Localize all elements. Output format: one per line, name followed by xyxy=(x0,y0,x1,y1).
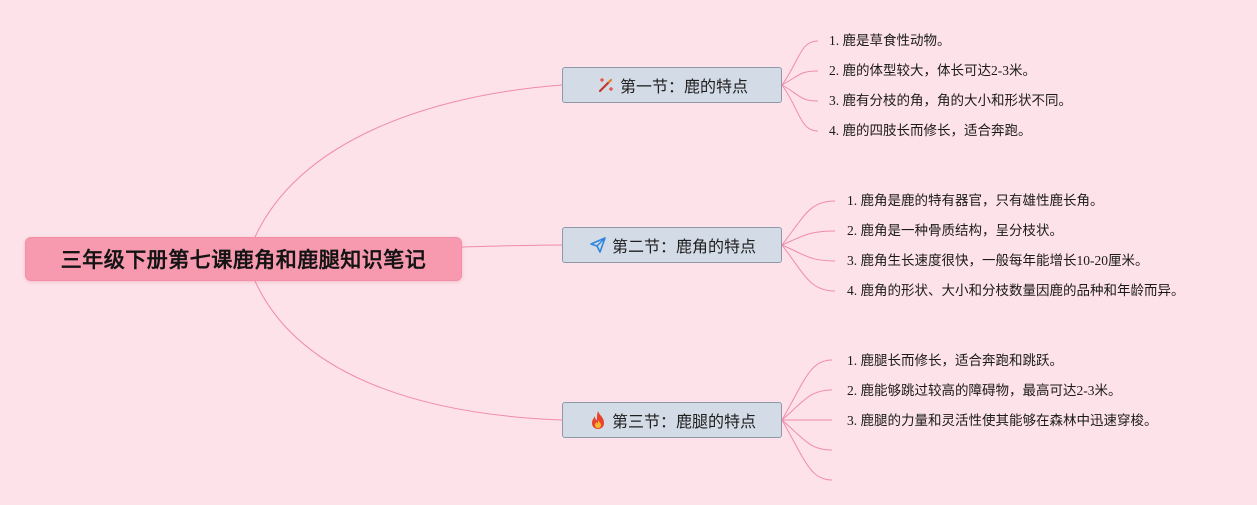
section-1-title: 第一节：鹿的特点 xyxy=(619,77,748,96)
root-title: 三年级下册第七课鹿角和鹿腿知识笔记 xyxy=(60,248,427,272)
connector-s2-1 xyxy=(781,200,836,246)
section-2-topic[interactable]: 第二节：鹿角的特点 xyxy=(562,227,782,263)
section-3-item-2[interactable]: 2. 鹿能够跳过较高的障碍物，最高可达2-3米。 xyxy=(847,383,1122,398)
section-2-item-1[interactable]: 1. 鹿角是鹿的特有器官，只有雄性鹿长角。 xyxy=(847,193,1104,208)
section-3-topic[interactable]: 第三节：鹿腿的特点 xyxy=(562,402,782,438)
connector-s1-3 xyxy=(781,84,819,102)
connector-s2-2 xyxy=(781,230,836,246)
connector-s3-1 xyxy=(781,359,833,421)
section-1-item-3[interactable]: 3. 鹿有分枝的角，角的大小和形状不同。 xyxy=(829,93,1072,108)
section-2-title: 第二节：鹿角的特点 xyxy=(611,237,756,256)
magic-wand-icon xyxy=(596,75,616,95)
connector-s2-3 xyxy=(781,244,836,262)
connector-s1-2 xyxy=(781,70,819,86)
connector-s1-1 xyxy=(781,40,819,86)
connector-root-section-3 xyxy=(254,280,563,421)
connector-s2-4 xyxy=(781,244,836,292)
section-1-item-2[interactable]: 2. 鹿的体型较大，体长可达2-3米。 xyxy=(829,63,1036,78)
root-topic[interactable]: 三年级下册第七课鹿角和鹿腿知识笔记 xyxy=(25,237,462,281)
paper-plane-icon xyxy=(588,235,608,255)
section-1-topic[interactable]: 第一节：鹿的特点 xyxy=(562,67,782,103)
section-3-item-1[interactable]: 1. 鹿腿长而修长，适合奔跑和跳跃。 xyxy=(847,353,1063,368)
connector-root-section-2 xyxy=(461,244,563,248)
section-1-item-1[interactable]: 1. 鹿是草食性动物。 xyxy=(829,33,951,48)
connector-s3-2 xyxy=(781,389,833,421)
connector-s1-4 xyxy=(781,84,819,132)
fire-icon xyxy=(588,410,608,430)
section-3-item-3[interactable]: 3. 鹿腿的力量和灵活性使其能够在森林中迅速穿梭。 xyxy=(847,413,1158,428)
connector-root-section-1 xyxy=(254,84,563,238)
section-1-item-4[interactable]: 4. 鹿的四肢长而修长，适合奔跑。 xyxy=(829,123,1032,138)
section-2-item-2[interactable]: 2. 鹿角是一种骨质结构，呈分枝状。 xyxy=(847,223,1063,238)
connector-s3-5 xyxy=(781,419,833,481)
section-2-item-3[interactable]: 3. 鹿角生长速度很快，一般每年能增长10-20厘米。 xyxy=(847,253,1149,268)
connector-s3-4 xyxy=(781,419,833,451)
section-2-item-4[interactable]: 4. 鹿角的形状、大小和分枝数量因鹿的品种和年龄而异。 xyxy=(847,283,1185,298)
section-3-title: 第三节：鹿腿的特点 xyxy=(611,412,756,431)
